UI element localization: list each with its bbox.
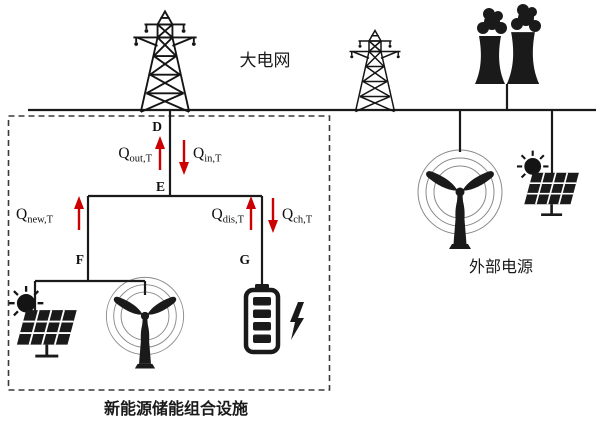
q-in-arrow-down: [179, 140, 189, 175]
q-ch-arrow-down: [268, 198, 278, 233]
q-new-label: Qnew,T: [16, 206, 54, 226]
q-dis-arrow-up: [246, 196, 256, 230]
transmission-tower-icon: [348, 29, 402, 113]
smoke-cloud-icon: [477, 4, 541, 34]
q-in-label: Qin,T: [193, 145, 222, 165]
external-source-label: 外部电源: [469, 258, 533, 276]
q-out-label: Qout,T: [118, 145, 152, 165]
facility-label: 新能源储能组合设施: [104, 399, 248, 418]
wind-turbine-icon: [417, 149, 503, 250]
lightning-bolt-icon: [290, 302, 304, 340]
transmission-tower-icon: [132, 10, 198, 113]
solar-panel-icon: [7, 284, 79, 358]
grid-label: 大电网: [240, 51, 291, 70]
node-e-label: E: [156, 179, 165, 194]
q-new-arrow-up: [74, 196, 84, 230]
thermal-plant-icon: [475, 4, 541, 110]
q-out-arrow-up: [155, 136, 165, 170]
solar-panel-icon: [515, 149, 581, 217]
battery-storage-icon: [243, 284, 281, 355]
node-d-label: D: [152, 119, 162, 134]
node-f-label: F: [76, 252, 84, 267]
q-ch-label: Qch,T: [282, 206, 313, 226]
q-dis-label: Qdis,T: [212, 206, 245, 226]
node-g-label: G: [239, 252, 250, 267]
